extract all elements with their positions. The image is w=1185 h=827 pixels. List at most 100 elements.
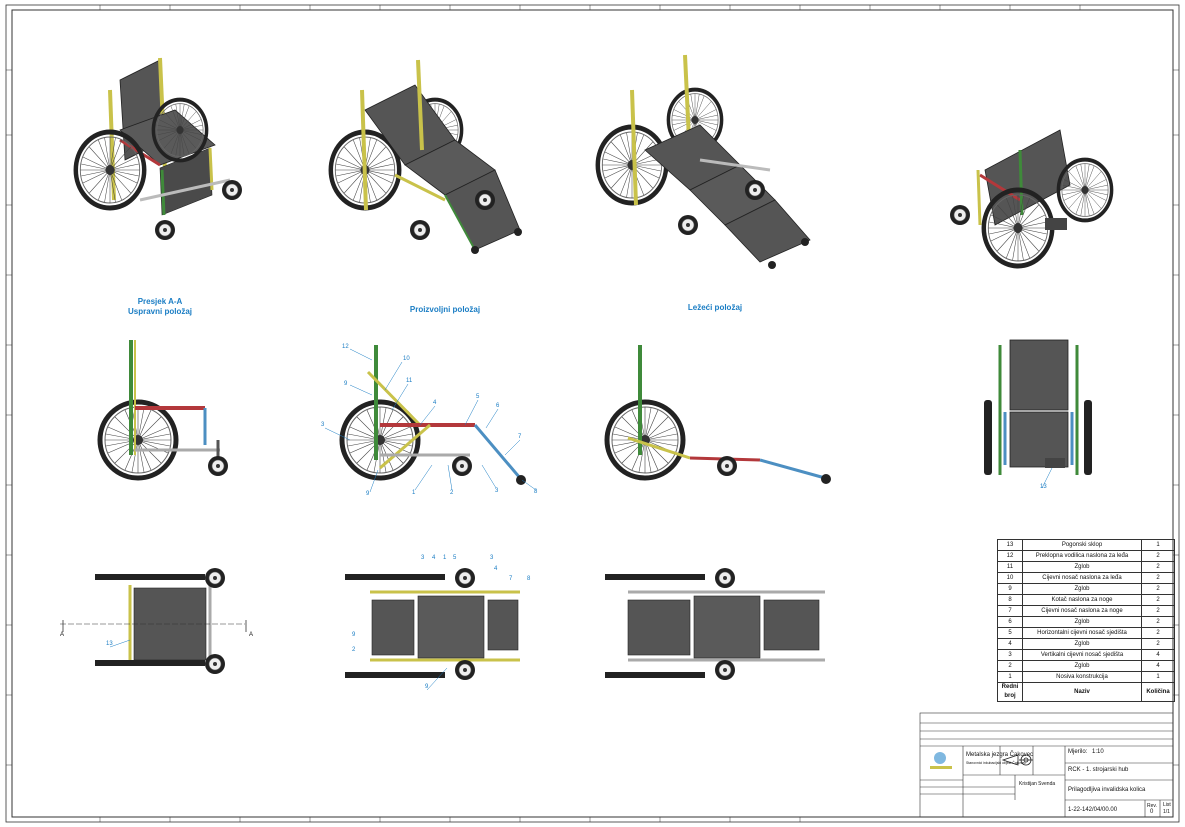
balloon-13-front: 13 [1040,484,1047,490]
projection-symbol-icon [1001,754,1033,766]
company-logo-icon [930,752,952,769]
balloon: 6 [496,403,500,409]
balloon: 3 [495,488,499,494]
balloon: 4 [433,400,437,406]
side-view-upright [100,340,229,478]
bom-cell-qty: 2 [1141,638,1175,650]
balloon: 1 [412,490,416,496]
balloon: 3 [490,555,494,561]
balloon: 4 [494,566,498,572]
balloon: 8 [534,489,538,495]
bom-cell-no: 4 [997,638,1023,650]
balloon: 12 [342,344,349,350]
bom-cell-no: 7 [997,605,1023,617]
side-view-lying [607,345,831,484]
balloon: 9 [366,491,370,497]
bom-header-name: Naziv [1022,682,1142,702]
balloon-leaders [109,348,1053,691]
sheet-border [5,4,1180,823]
bom-cell-name: Zglob [1022,660,1142,672]
bom-cell-qty: 4 [1141,649,1175,661]
bom-cell-qty: 1 [1141,671,1175,683]
bom-cell-name: Vertikalni cijevni nosač sjedišta [1022,649,1142,661]
title-block-frame [919,712,1174,818]
bom-cell-qty: 4 [1141,660,1175,672]
scale-label: Mjerilo: [1068,749,1088,755]
sheet-value: 1/1 [1163,809,1170,815]
balloon: 8 [527,576,531,582]
bom-cell-no: 12 [997,550,1023,562]
bom-cell-name: Zglob [1022,616,1142,628]
balloon: 7 [509,576,513,582]
bom-cell-no: 1 [997,671,1023,683]
scale-value: 1:10 [1092,749,1104,755]
balloon: 9 [344,381,348,387]
sheet-label: List [1163,802,1171,808]
top-view-lying [605,567,825,681]
bom-cell-no: 6 [997,616,1023,628]
bom-cell-no: 8 [997,594,1023,606]
caption-line: Uspravni položaj [127,307,192,316]
bom-header-no: Redni broj [997,682,1023,702]
bom-cell-qty: 2 [1141,627,1175,639]
bom-cell-name: Horizontalni cijevni nosač sjedišta [1022,627,1142,639]
bom-cell-name: Zglob [1022,583,1142,595]
bom-cell-name: Zglob [1022,638,1142,650]
top-view-upright [60,567,245,675]
iso-view-lying [598,54,811,269]
balloon: 10 [403,356,410,362]
balloon: 9 [352,632,356,638]
bom-cell-no: 3 [997,649,1023,661]
bom-cell-name: Preklopna vodilica naslona za leđa [1022,550,1142,562]
rev-label: Rev. [1147,803,1157,809]
bom-cell-name: Pogonski sklop [1022,539,1142,551]
caption-line: Presjek A-A [137,297,183,306]
balloon: 5 [453,555,457,561]
bom-cell-qty: 2 [1141,605,1175,617]
drawing-number: 1-22-142/04/00.00 [1068,807,1118,813]
bom-cell-qty: 2 [1141,616,1175,628]
balloon: 4 [432,555,436,561]
front-view [984,339,1092,475]
bom-header-qty: Količina [1141,682,1175,702]
caption-lying: Ležeći položaj [660,303,770,313]
section-letter-left: A [60,632,65,638]
designer-name: Kristijan Svenda [1019,781,1056,787]
company-name: Metalska jezgra Čakovec [966,752,1034,758]
section-letter-right: A [249,632,254,638]
bom-cell-no: 13 [997,539,1023,551]
caption-line: Ležeći položaj [687,303,743,312]
bom-cell-no: 11 [997,561,1023,573]
bom-cell-qty: 2 [1141,594,1175,606]
company-subtitle: Stanovnici inkubacijski objekt Čakovec [966,761,1026,765]
bom-cell-name: Cijevni nosač naslona za noge [1022,605,1142,617]
bom-cell-name: Kotač naslona za noge [1022,594,1142,606]
balloon: 2 [450,490,454,496]
bom-cell-name: Zglob [1022,561,1142,573]
bom-cell-no: 5 [997,627,1023,639]
bom-cell-qty: 2 [1141,572,1175,584]
balloon: 3 [421,555,425,561]
bom-cell-name: Nosiva konstrukcija [1022,671,1142,683]
top-view-arbitrary [345,567,520,681]
bom-cell-no: 9 [997,583,1023,595]
balloon-13-top: 13 [106,641,113,647]
iso-view-rear [949,129,1112,266]
balloon: 11 [406,378,413,384]
project-name: RCK - 1. strojarski hub [1068,767,1129,773]
bom-cell-name: Cijevni nosač naslona za leđa [1022,572,1142,584]
